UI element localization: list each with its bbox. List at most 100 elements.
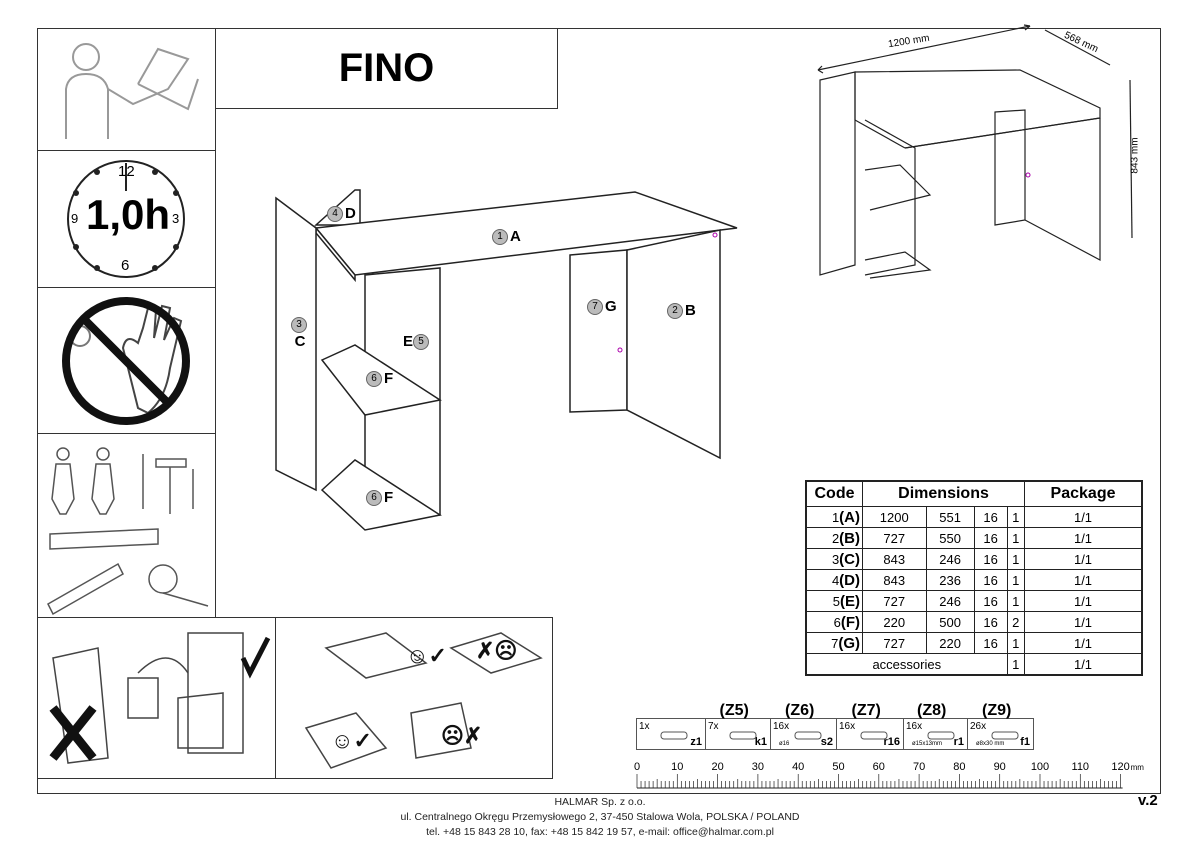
ruler-label: 30 <box>752 761 764 773</box>
ruler-label: 40 <box>792 761 804 773</box>
hardware-group-label: (Z7) <box>851 702 881 719</box>
cell-qty: 1 <box>1006 632 1026 654</box>
reading-person-icon <box>65 43 199 139</box>
cell-d2: 220 <box>925 632 975 654</box>
cell-pkg: 1/1 <box>1024 506 1143 528</box>
cell-pkg: 1/1 <box>1024 548 1143 570</box>
cell-qty: 1 <box>1006 506 1026 528</box>
ruler-label: 20 <box>711 761 723 773</box>
ruler-label: 90 <box>994 761 1006 773</box>
cell-qty: 1 <box>1006 569 1026 591</box>
cell-pkg: 1/1 <box>1024 590 1143 612</box>
svg-text:☺✓: ☺✓ <box>406 643 447 668</box>
ruler-label: 0 <box>634 761 640 773</box>
clock-number-6: 6 <box>121 257 130 274</box>
ruler-label: 70 <box>913 761 925 773</box>
hardware-qty: 1x <box>639 721 650 732</box>
cell-d3: 16 <box>973 506 1008 528</box>
cell-pkg: 1/1 <box>1024 632 1143 654</box>
ruler-label: 80 <box>953 761 965 773</box>
floor-protection-cell: ☺✓✗☹☺✓☹✗ <box>275 617 553 779</box>
clock-icon <box>67 160 185 278</box>
hardware-qty: 26x <box>970 721 987 732</box>
hardware-item: 1x z1 <box>636 718 706 750</box>
cell-d1: 843 <box>862 569 927 591</box>
read-instructions-cell <box>37 28 216 151</box>
cell-d1: 843 <box>862 548 927 570</box>
ruler-label: 120 <box>1111 761 1129 773</box>
cell-d1: 727 <box>862 590 927 612</box>
tools-cell <box>37 433 216 618</box>
child-warning-cell <box>37 287 216 434</box>
tools-icon <box>47 447 209 616</box>
part-code: 5(E) <box>805 590 863 612</box>
assembly-time-cell: 12 3 6 9 1,0h <box>37 150 216 288</box>
footer-contact: tel. +48 15 843 28 10, fax: +48 15 842 1… <box>426 826 774 838</box>
hardware-qty: 16x <box>906 721 923 732</box>
hardware-group-label: (Z9) <box>982 702 1012 719</box>
assembled-desk-drawing <box>817 24 1133 279</box>
part-code: 4(D) <box>805 569 863 591</box>
assemble-on-soft-surface-icon: ☺✓✗☹☺✓☹✗ <box>304 632 543 769</box>
accessories-qty: 1 <box>1006 653 1026 676</box>
cell-d1: 1200 <box>862 506 927 528</box>
ruler-label: 100 <box>1031 761 1049 773</box>
part-code: 1(A) <box>805 506 863 528</box>
hardware-qty: 16x <box>839 721 856 732</box>
hardware-part-icon <box>794 731 822 740</box>
accessories-package: 1/1 <box>1024 653 1143 676</box>
panel-b <box>626 229 721 460</box>
svg-text:☺✓: ☺✓ <box>331 728 372 753</box>
cell-pkg: 1/1 <box>1024 527 1143 549</box>
hardware-code: z1 <box>690 736 702 748</box>
cell-d1: 727 <box>862 527 927 549</box>
part-code: 3(C) <box>805 548 863 570</box>
product-title: FINO <box>215 28 558 109</box>
cell-d2: 551 <box>925 506 975 528</box>
no-children-icon <box>62 297 190 425</box>
hardware-group-label: (Z8) <box>917 702 947 719</box>
cell-d3: 16 <box>973 611 1008 633</box>
header-code: Code <box>805 480 863 507</box>
panel-g <box>569 249 628 413</box>
hardware-part-icon <box>660 731 688 740</box>
ruler-label: 10 <box>671 761 683 773</box>
hardware-qty: 16x <box>773 721 790 732</box>
hardware-note: ø15x13mm <box>912 741 943 747</box>
ruler-label: 60 <box>873 761 885 773</box>
part-code: 7(G) <box>805 632 863 654</box>
hardware-part-icon <box>991 731 1019 740</box>
hardware-part-icon <box>729 731 757 740</box>
header-dimensions: Dimensions <box>861 480 1026 507</box>
ruler-unit: mm <box>1131 763 1145 772</box>
cell-d1: 220 <box>862 611 927 633</box>
cell-d3: 16 <box>973 548 1008 570</box>
cell-d3: 16 <box>973 590 1008 612</box>
cell-qty: 1 <box>1006 590 1026 612</box>
panel-c <box>275 196 317 492</box>
cell-d3: 16 <box>973 632 1008 654</box>
cell-qty: 1 <box>1006 548 1026 570</box>
hardware-part-icon <box>927 731 955 740</box>
hardware-part-icon <box>860 731 888 740</box>
packaging-disposal-cell <box>37 617 276 779</box>
cell-pkg: 1/1 <box>1024 569 1143 591</box>
hardware-note: ø8x30 mm <box>976 741 1005 747</box>
table-header-row: Code Dimensions Package <box>805 480 1143 507</box>
part-code: 6(F) <box>805 611 863 633</box>
hardware-code: r1 <box>953 736 964 748</box>
cell-d2: 246 <box>925 590 975 612</box>
